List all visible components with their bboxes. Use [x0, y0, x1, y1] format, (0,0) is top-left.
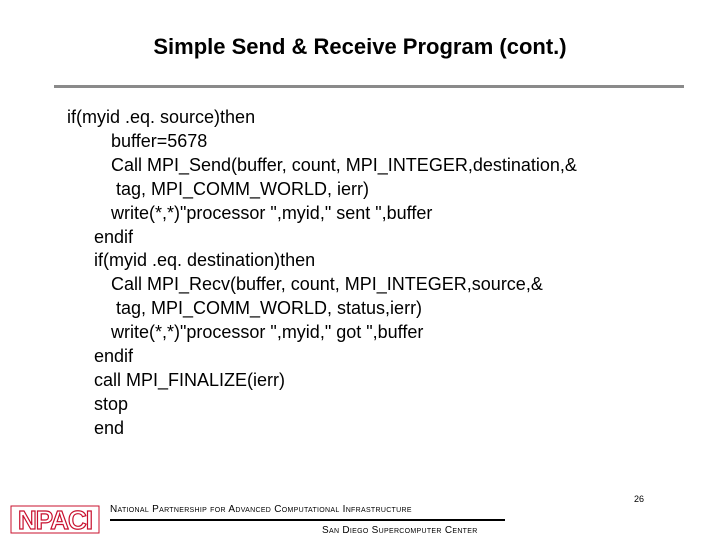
- title-divider: [54, 85, 684, 88]
- code-line: write(*,*)"processor ",myid," sent ",buf…: [111, 202, 433, 223]
- code-line: write(*,*)"processor ",myid," got ",buff…: [111, 322, 424, 343]
- code-line: tag, MPI_COMM_WORLD, ierr): [116, 178, 370, 199]
- code-line: tag, MPI_COMM_WORLD, status,ierr): [116, 298, 423, 319]
- logo-wordmark: NPACI: [18, 505, 92, 535]
- code-line: stop: [94, 393, 129, 414]
- code-line: end: [94, 417, 125, 438]
- sdsc-footer-text: San Diego Supercomputer Center: [322, 525, 478, 536]
- npaci-logo: NPACI: [10, 504, 100, 536]
- code-line: endif: [94, 226, 134, 247]
- code-line: if(myid .eq. source)then: [67, 107, 256, 127]
- footer-divider: [110, 519, 505, 521]
- code-line: buffer=5678: [111, 130, 208, 151]
- code-line: if(myid .eq. destination)then: [94, 250, 316, 271]
- npaci-footer-text: National Partnership for Advanced Comput…: [110, 504, 412, 515]
- code-line: call MPI_FINALIZE(ierr): [94, 369, 286, 390]
- code-line: Call MPI_Send(buffer, count, MPI_INTEGER…: [111, 154, 577, 175]
- code-line: endif: [94, 346, 134, 366]
- code-block: if(myid .eq. source)then buffer=5678 Cal…: [0, 106, 577, 465]
- slide-title: Simple Send & Receive Program (cont.): [153, 34, 567, 59]
- code-line: Call MPI_Recv(buffer, count, MPI_INTEGER…: [111, 274, 543, 295]
- page-number: 26: [634, 494, 645, 504]
